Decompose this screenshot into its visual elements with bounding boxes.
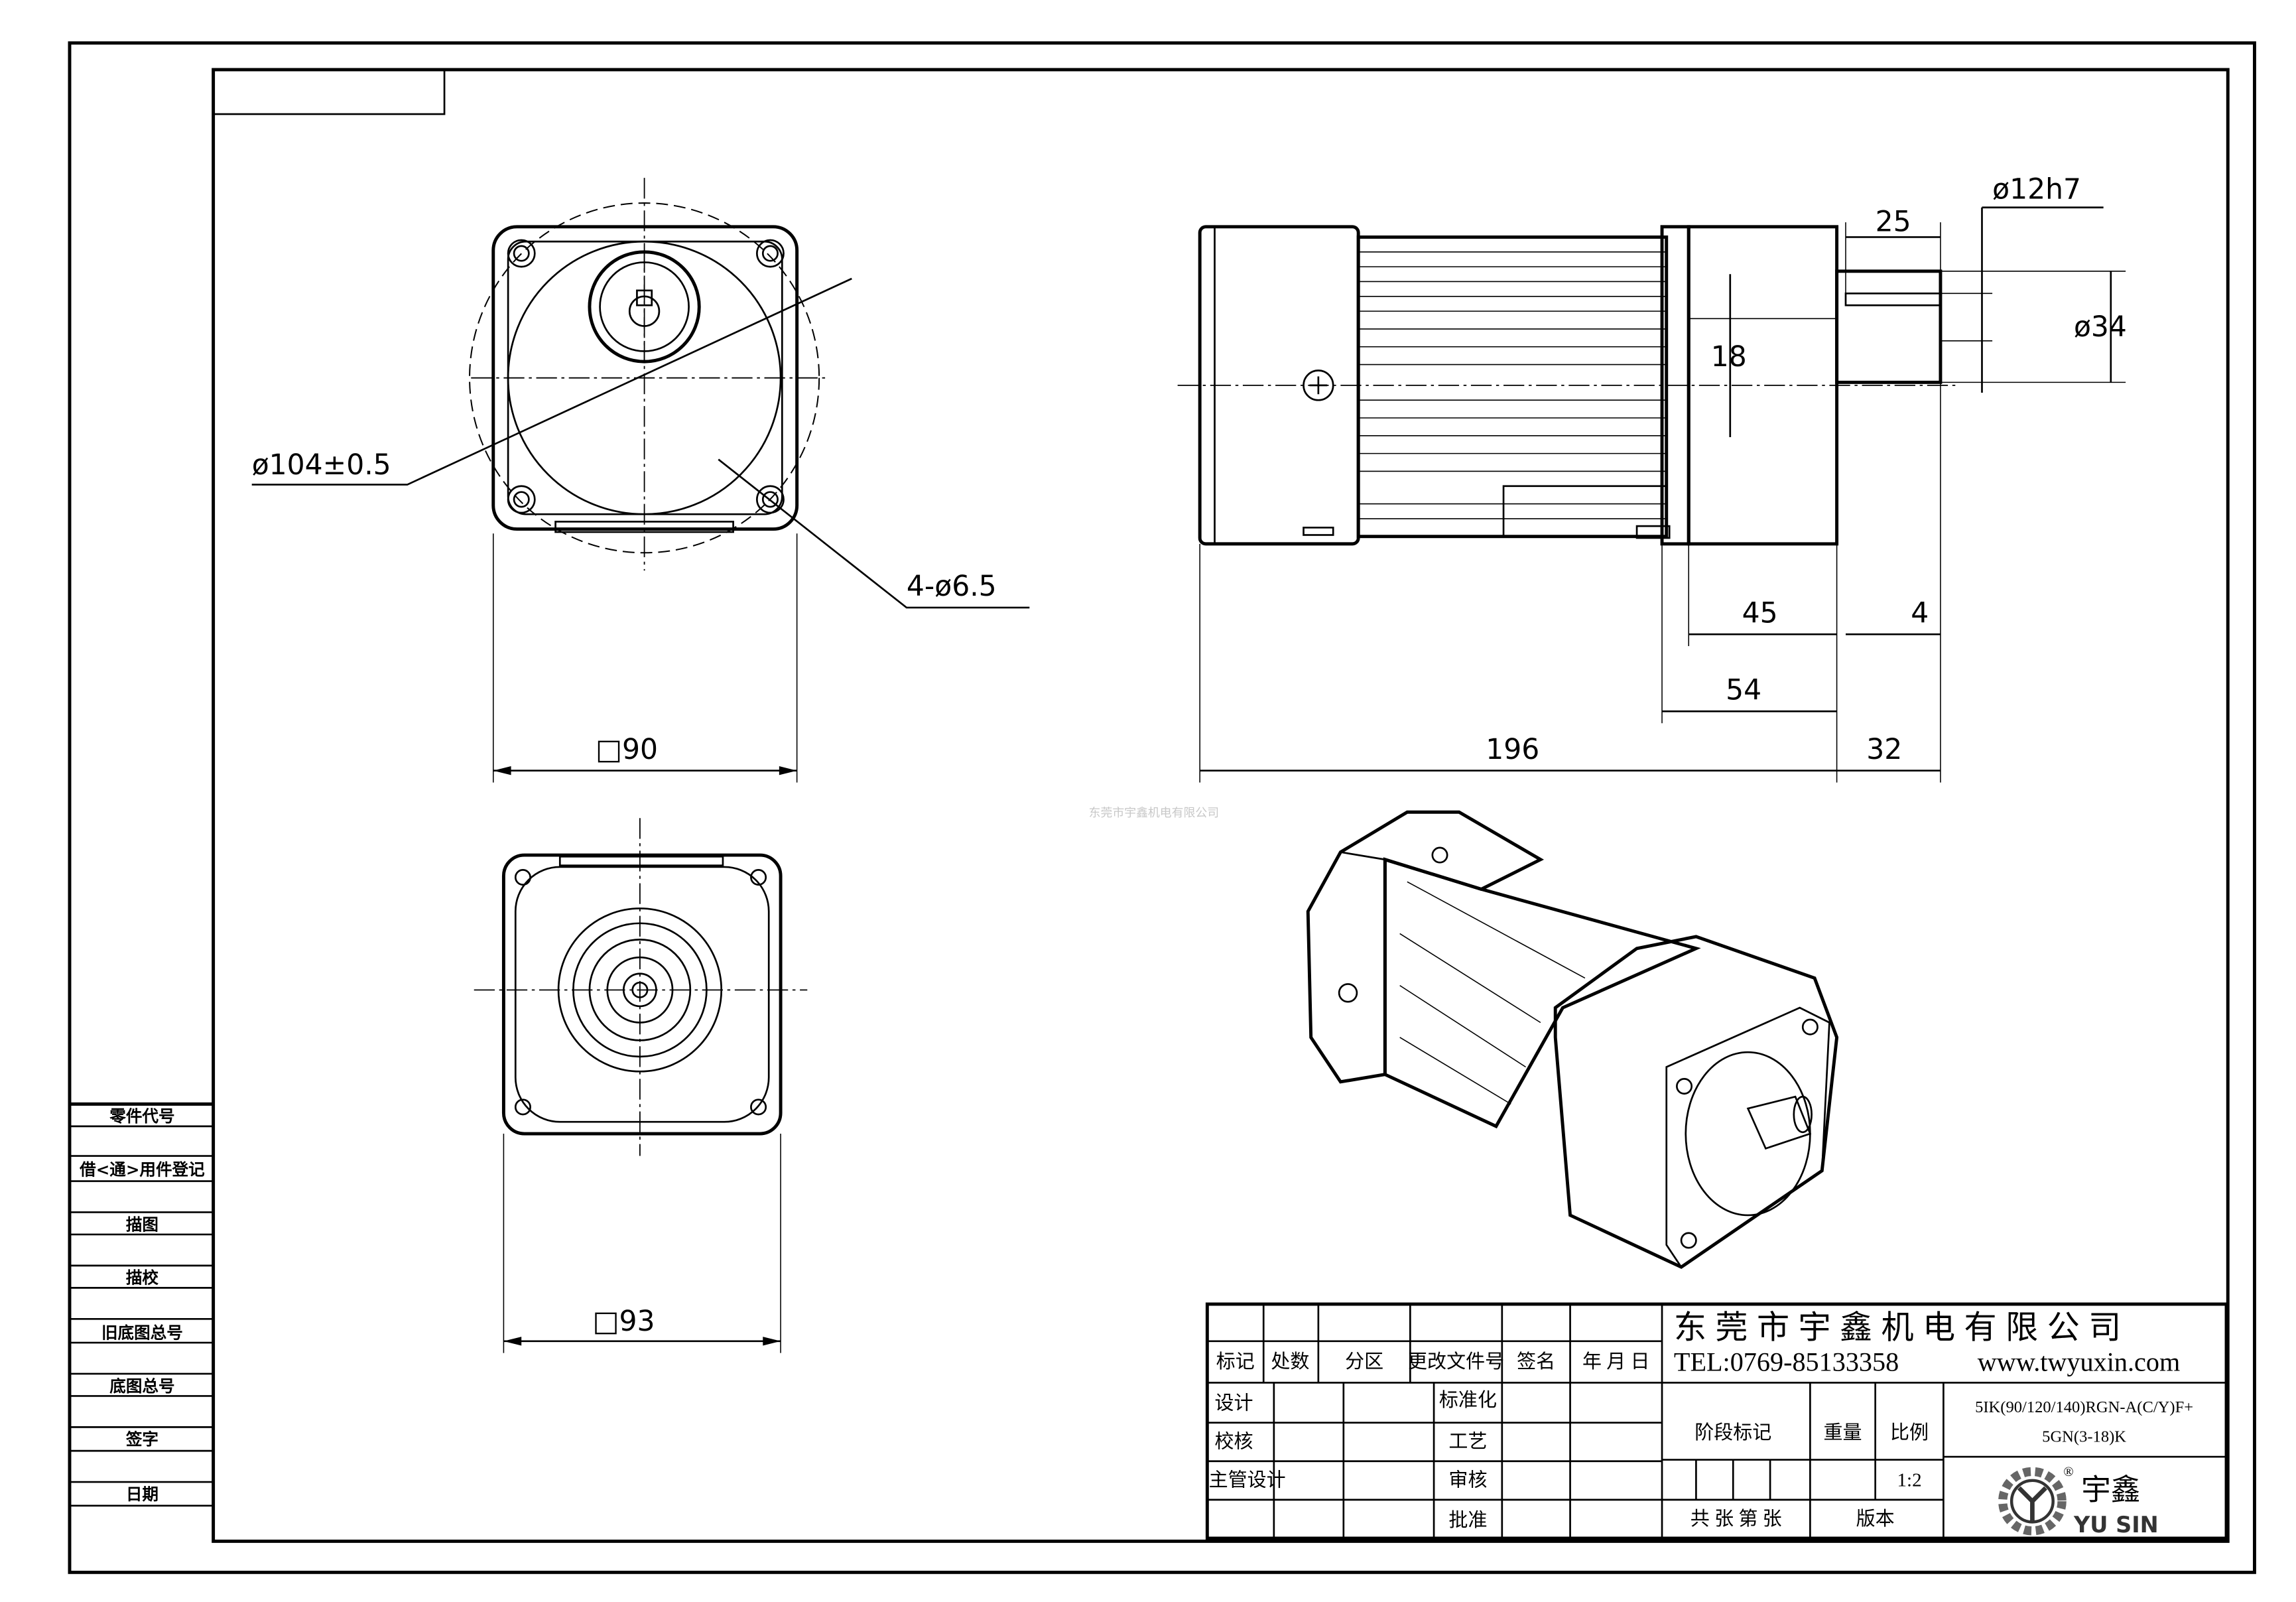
dim-front-square: □90 — [596, 734, 658, 766]
header-zone: 分区 — [1345, 1351, 1383, 1372]
inner-frame — [212, 68, 2230, 1543]
row-check: 校核 — [1215, 1431, 1253, 1453]
sidebar-label: 旧底图总号 — [101, 1323, 183, 1342]
company-name: 东莞市宇鑫机电有限公司 — [1674, 1307, 2130, 1346]
weight-label: 重量 — [1824, 1422, 1862, 1443]
sidebar-label: 描图 — [126, 1215, 159, 1234]
rear-view: □93 — [474, 818, 808, 1353]
front-view: ø104±0.5 4-ø6.5 □90 — [252, 178, 1030, 783]
dim-45: 45 — [1742, 597, 1778, 630]
header-date: 年 月 日 — [1582, 1351, 1650, 1372]
row-chief-design: 主管设计 — [1209, 1469, 1286, 1491]
watermark: 东莞市宇鑫机电有限公司 — [1089, 806, 1219, 820]
logo-en: YU SIN — [2073, 1512, 2159, 1538]
dim-4: 4 — [1911, 597, 1929, 630]
sidebar: 零件代号 借<通>用件登记 描图 描校 旧底图总号 底图总号 签字 日期 — [69, 1102, 214, 1507]
sheet-count: 共 张 第 张 — [1690, 1508, 1782, 1530]
logo-cn: 宇鑫 — [2081, 1473, 2140, 1506]
company-tel: TEL:0769-85133358 — [1674, 1347, 1899, 1376]
stage-label: 阶段标记 — [1694, 1422, 1771, 1443]
company-logo: ® 宇鑫 YU SIN — [1998, 1465, 2159, 1538]
sidebar-label: 底图总号 — [109, 1376, 174, 1396]
dim-25: 25 — [1876, 206, 1911, 239]
side-view: 196 32 54 45 4 25 ø12h7 ø34 18 — [1177, 173, 2127, 783]
company-website: www.twyuxin.com — [1978, 1347, 2180, 1376]
corner-box — [212, 68, 446, 115]
dim-total-length: 196 — [1486, 734, 1539, 766]
scale-label: 比例 — [1890, 1422, 1929, 1443]
sidebar-label: 借<通>用件登记 — [79, 1160, 205, 1179]
row-process: 工艺 — [1448, 1431, 1487, 1453]
header-mark: 标记 — [1216, 1351, 1255, 1372]
header-signature: 签名 — [1517, 1351, 1555, 1372]
dim-shaft-length: 32 — [1866, 734, 1902, 766]
dim-54: 54 — [1726, 674, 1761, 706]
dim-18: 18 — [1711, 341, 1747, 373]
model-line-2: 5GN(3-18)K — [2042, 1428, 2126, 1446]
logo-registered: ® — [2063, 1465, 2073, 1479]
dim-rear-square: □93 — [592, 1305, 655, 1338]
sidebar-label: 描校 — [126, 1268, 159, 1288]
sidebar-label: 日期 — [126, 1485, 159, 1504]
row-approve: 批准 — [1448, 1509, 1487, 1531]
row-standardize: 标准化 — [1439, 1389, 1497, 1411]
sidebar-label: 零件代号 — [109, 1106, 174, 1126]
header-count: 处数 — [1271, 1351, 1309, 1372]
dim-shaft-dia: ø12h7 — [1992, 173, 2081, 206]
row-review: 审核 — [1448, 1469, 1487, 1491]
gear-icon — [1998, 1467, 2067, 1536]
outer-border — [68, 41, 2256, 1574]
row-design: 设计 — [1215, 1392, 1253, 1414]
isometric-view — [1306, 810, 1839, 1269]
scale-value: 1:2 — [1897, 1470, 1922, 1491]
dim-front-diameter: ø104±0.5 — [252, 449, 391, 482]
sidebar-label: 签字 — [126, 1430, 159, 1449]
model-line-1: 5IK(90/120/140)RGN-A(C/Y)F+ — [1975, 1398, 2193, 1416]
dim-boss-dia: ø34 — [2074, 311, 2127, 344]
title-block: 标记 处数 分区 更改文件号 签名 年 月 日 设计 校核 主管设计 标准化 工… — [1205, 1302, 2228, 1540]
header-change-doc: 更改文件号 — [1408, 1351, 1504, 1372]
dim-holes: 4-ø6.5 — [907, 570, 997, 603]
version-label: 版本 — [1856, 1508, 1895, 1530]
